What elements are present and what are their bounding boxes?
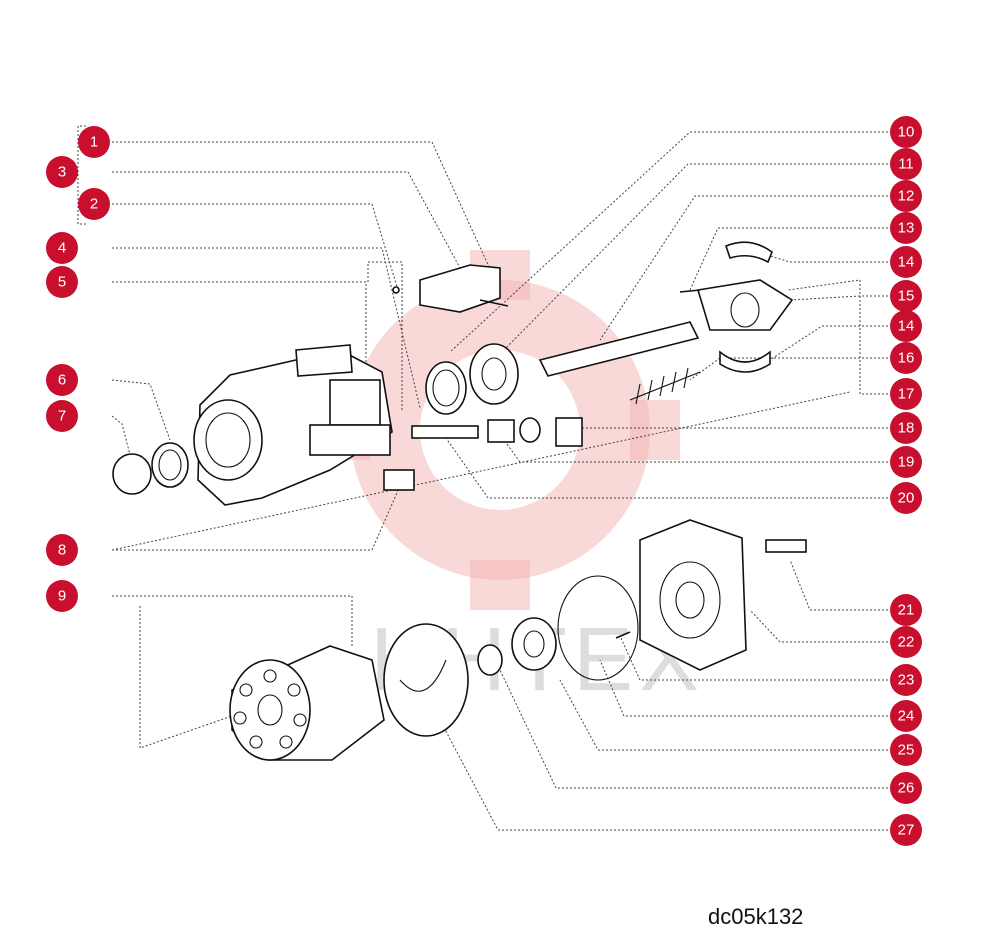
callout-3: 3 — [46, 156, 78, 188]
svg-text:14: 14 — [898, 254, 915, 271]
svg-text:14: 14 — [898, 318, 915, 335]
svg-text:2: 2 — [90, 196, 98, 213]
svg-text:27: 27 — [898, 822, 915, 839]
valve-assembly — [392, 264, 509, 313]
pin-and-bushings — [411, 417, 583, 447]
callout-24: 24 — [890, 700, 922, 732]
callout-25: 25 — [890, 734, 922, 766]
retaining-rings — [112, 442, 189, 495]
svg-text:21: 21 — [898, 602, 915, 619]
group-bracket — [77, 125, 86, 225]
svg-text:9: 9 — [58, 588, 66, 605]
callout-7: 7 — [46, 400, 78, 432]
valve-plate — [383, 623, 469, 737]
callout-22: 22 — [890, 626, 922, 658]
svg-text:26: 26 — [898, 780, 915, 797]
callout-11: 11 — [890, 148, 922, 180]
callout-8: 8 — [46, 534, 78, 566]
screw-plug — [383, 469, 415, 491]
callout-4: 4 — [46, 232, 78, 264]
callout-2: 2 — [78, 188, 110, 220]
svg-text:25: 25 — [898, 742, 915, 759]
svg-text:17: 17 — [898, 386, 915, 403]
svg-text:7: 7 — [58, 408, 66, 425]
callout-5: 5 — [46, 266, 78, 298]
svg-text:1: 1 — [90, 134, 98, 151]
callout-14b: 14 — [890, 310, 922, 342]
drive-shaft — [538, 321, 700, 377]
drawing-reference-code: dc05k132 — [708, 904, 804, 929]
callout-14a: 14 — [890, 246, 922, 278]
callout-16: 16 — [890, 342, 922, 374]
callout-12: 12 — [890, 180, 922, 212]
svg-text:4: 4 — [58, 240, 66, 257]
svg-text:22: 22 — [898, 634, 915, 651]
svg-text:12: 12 — [898, 188, 915, 205]
svg-text:8: 8 — [58, 542, 66, 559]
svg-text:18: 18 — [898, 420, 915, 437]
callout-17: 17 — [890, 378, 922, 410]
svg-text:3: 3 — [58, 164, 66, 181]
shaft-bearings — [425, 343, 519, 415]
svg-text:20: 20 — [898, 490, 915, 507]
svg-text:23: 23 — [898, 672, 915, 689]
callout-21: 21 — [890, 594, 922, 626]
svg-text:11: 11 — [898, 156, 914, 173]
svg-text:13: 13 — [898, 220, 915, 237]
svg-text:24: 24 — [898, 708, 915, 725]
end-bearings-and-seal — [477, 575, 639, 681]
end-cover — [615, 519, 807, 671]
svg-text:5: 5 — [58, 274, 66, 291]
callout-19: 19 — [890, 446, 922, 478]
callout-18: 18 — [890, 412, 922, 444]
callout-9: 9 — [46, 580, 78, 612]
svg-text:10: 10 — [898, 124, 915, 141]
pump-housing — [193, 344, 393, 506]
callout-27: 27 — [890, 814, 922, 846]
svg-text:15: 15 — [898, 288, 915, 305]
svg-text:6: 6 — [58, 372, 66, 389]
callout-23: 23 — [890, 664, 922, 696]
callout-15: 15 — [890, 280, 922, 312]
callout-6: 6 — [46, 364, 78, 396]
cylinder-block — [229, 645, 385, 761]
svg-text:16: 16 — [898, 350, 915, 367]
svg-text:19: 19 — [898, 454, 915, 471]
callout-1: 1 — [78, 126, 110, 158]
spring — [629, 367, 701, 405]
callout-10: 10 — [890, 116, 922, 148]
callout-20: 20 — [890, 482, 922, 514]
callout-26: 26 — [890, 772, 922, 804]
callout-13: 13 — [890, 212, 922, 244]
coupling-flange — [679, 241, 794, 373]
